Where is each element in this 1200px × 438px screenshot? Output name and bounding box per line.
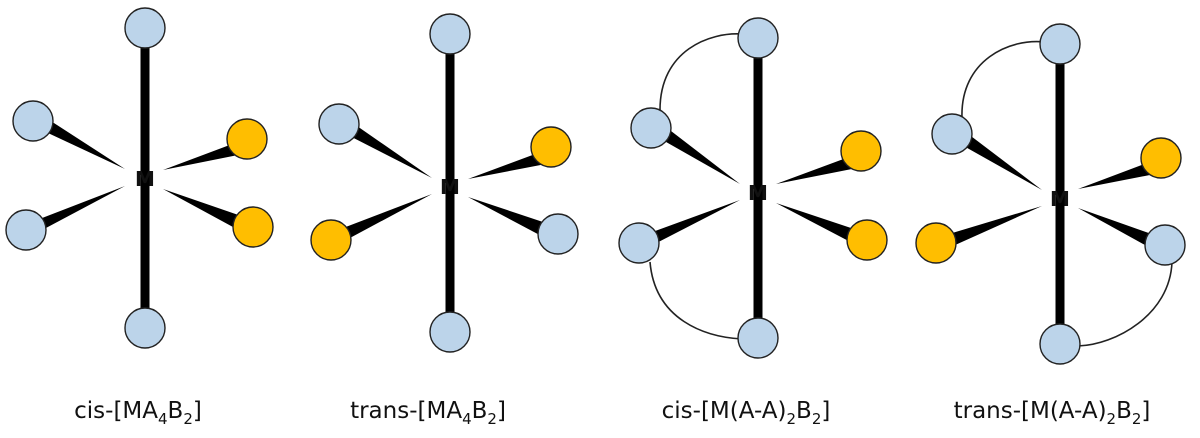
ligand-b-atom [846,219,888,261]
ligand-b-atom [1140,137,1182,179]
chelate-arc [649,261,743,340]
isomer-label: cis-[MA4B2] [74,398,202,428]
ligand-b-atom [840,130,882,172]
wedge-bond [163,189,250,233]
wedge-bond [24,186,125,237]
ligand-a-atom [429,13,471,55]
ligand-b-atom [226,118,268,160]
structure-trans-ma4b2: M trans-[MA4B2] [310,13,579,428]
wedge-bond [468,150,551,179]
ligand-b-atom [310,219,352,261]
ligand-a-atom [1039,23,1081,65]
ligand-a-atom [1039,323,1081,365]
wedge-bond [652,121,740,184]
wedge-bond [636,200,740,251]
wedge-bond [338,117,432,178]
wedge-bond [953,127,1042,190]
ligand-a-atom [737,317,779,359]
wedge-bond [1078,160,1160,189]
metal-label: M [748,181,768,205]
structure-trans-maa2b2: M trans-[M(A-A)2B2] [915,23,1186,428]
wedge-bond [1078,208,1160,250]
ligand-a-atom [12,100,54,142]
structure-cis-maa2b2: M cis-[M(A-A)2B2] [618,17,888,428]
wedge-bond [33,114,125,169]
wedge-bond [163,140,248,170]
ligand-a-atom [5,209,47,251]
ligand-a-atom [618,222,660,264]
ligand-a-atom [429,311,471,353]
chelate-arc [1077,261,1173,347]
ligand-b-atom [232,206,274,248]
ligand-a-atom [318,103,360,145]
ligand-b-atom [915,222,957,264]
chelate-arc [659,33,743,111]
wedge-bond [776,203,866,247]
metal-label: M [135,167,155,191]
structure-cis-ma4b2: M cis-[MA4B2] [5,7,274,428]
ligand-a-atom [537,213,579,255]
isomer-label: trans-[M(A-A)2B2] [954,398,1151,428]
wedge-bond [330,194,432,246]
ligand-a-atom [630,107,672,149]
ligand-a-atom [124,307,166,349]
ligand-a-atom [1144,224,1186,266]
wedge-bond [468,197,555,240]
wedge-bond [939,206,1042,250]
metal-label: M [1050,187,1070,211]
ligand-a-atom [931,113,973,155]
ligand-b-atom [530,126,572,168]
isomer-label: cis-[M(A-A)2B2] [662,398,831,428]
chelate-arc [961,40,1046,119]
isomer-label: trans-[MA4B2] [350,398,506,428]
ligand-a-atom [124,7,166,49]
metal-label: M [440,175,460,199]
ligand-a-atom [737,17,779,59]
wedge-bond [776,154,862,184]
